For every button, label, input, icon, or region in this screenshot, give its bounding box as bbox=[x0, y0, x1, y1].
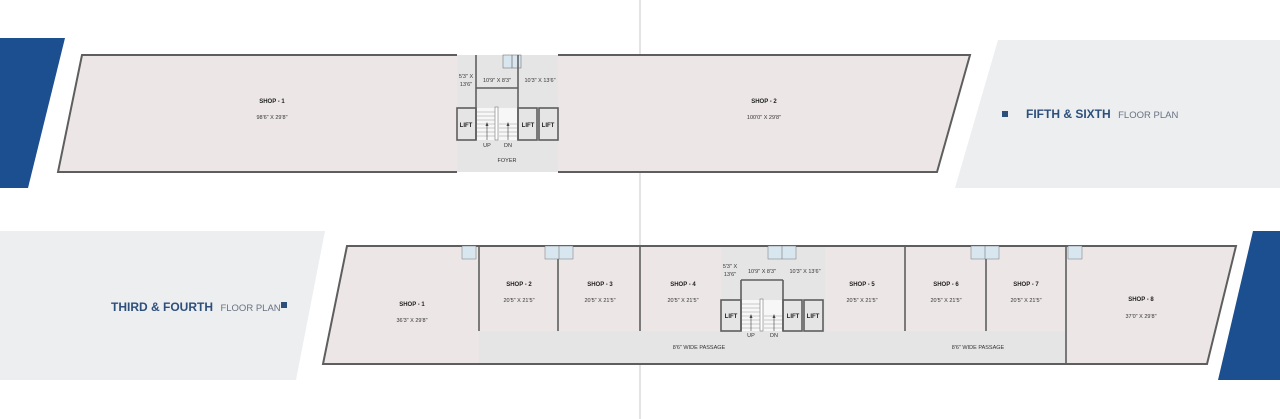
upper-plan-title: FIFTH & SIXTH FLOOR PLAN bbox=[1026, 105, 1178, 122]
bullet-square-icon bbox=[1002, 111, 1008, 117]
svg-text:100'0" X 29'8": 100'0" X 29'8" bbox=[747, 115, 781, 121]
svg-text:13'6": 13'6" bbox=[724, 272, 736, 278]
svg-text:13'6": 13'6" bbox=[460, 82, 472, 88]
svg-text:DN: DN bbox=[770, 333, 778, 339]
svg-text:8'6" WIDE PASSAGE: 8'6" WIDE PASSAGE bbox=[952, 345, 1005, 351]
svg-text:10'9" X 8'3": 10'9" X 8'3" bbox=[748, 269, 776, 275]
svg-text:LIFT: LIFT bbox=[787, 314, 800, 320]
svg-text:DN: DN bbox=[504, 143, 512, 149]
title-panel-upper bbox=[955, 40, 1280, 188]
svg-text:SHOP - 1: SHOP - 1 bbox=[259, 99, 285, 105]
svg-text:20'5" X 21'5": 20'5" X 21'5" bbox=[503, 298, 534, 304]
svg-text:FOYER: FOYER bbox=[498, 158, 517, 164]
svg-text:37'0" X 29'8": 37'0" X 29'8" bbox=[1125, 314, 1156, 320]
svg-text:5'3" X: 5'3" X bbox=[723, 264, 738, 270]
svg-text:98'6" X 29'8": 98'6" X 29'8" bbox=[256, 115, 287, 121]
lift-box bbox=[782, 299, 803, 332]
svg-text:LIFT: LIFT bbox=[542, 123, 555, 129]
svg-text:SHOP - 2: SHOP - 2 bbox=[751, 99, 777, 105]
bullet-square-icon bbox=[281, 302, 287, 308]
svg-text:20'5" X 21'5": 20'5" X 21'5" bbox=[584, 298, 615, 304]
svg-text:10'3" X 13'6": 10'3" X 13'6" bbox=[524, 78, 555, 84]
svg-text:SHOP - 6: SHOP - 6 bbox=[933, 282, 959, 288]
svg-text:SHOP - 3: SHOP - 3 bbox=[587, 282, 613, 288]
lift-box bbox=[517, 107, 538, 141]
svg-text:SHOP - 7: SHOP - 7 bbox=[1013, 282, 1039, 288]
lift-box bbox=[456, 107, 477, 141]
svg-text:8'6" WIDE PASSAGE: 8'6" WIDE PASSAGE bbox=[673, 345, 726, 351]
svg-text:SHOP - 1: SHOP - 1 bbox=[399, 302, 425, 308]
svg-text:20'5" X 21'5": 20'5" X 21'5" bbox=[846, 298, 877, 304]
svg-text:20'5" X 21'5": 20'5" X 21'5" bbox=[1010, 298, 1041, 304]
svg-text:SHOP - 5: SHOP - 5 bbox=[849, 282, 875, 288]
svg-text:20'5" X 21'5": 20'5" X 21'5" bbox=[667, 298, 698, 304]
svg-text:LIFT: LIFT bbox=[460, 123, 473, 129]
svg-text:20'5" X 21'5": 20'5" X 21'5" bbox=[930, 298, 961, 304]
svg-text:LIFT: LIFT bbox=[522, 123, 535, 129]
svg-text:SHOP - 2: SHOP - 2 bbox=[506, 282, 532, 288]
upper-floor-plan: SHOP - 1 98'6" X 29'8" SHOP - 2 100'0" X… bbox=[56, 54, 972, 173]
svg-text:SHOP - 8: SHOP - 8 bbox=[1128, 297, 1154, 303]
blue-accent-right bbox=[1218, 231, 1280, 380]
svg-text:36'3" X 29'8": 36'3" X 29'8" bbox=[396, 318, 427, 324]
lift-box bbox=[538, 107, 559, 141]
svg-text:10'9" X 8'3": 10'9" X 8'3" bbox=[483, 78, 511, 84]
svg-text:LIFT: LIFT bbox=[807, 314, 820, 320]
title-panel-lower bbox=[0, 231, 325, 380]
lift-box bbox=[720, 299, 742, 332]
svg-text:LIFT: LIFT bbox=[725, 314, 738, 320]
svg-text:UP: UP bbox=[483, 143, 491, 149]
window-icon bbox=[461, 245, 477, 260]
lower-plan-title: THIRD & FOURTH FLOOR PLAN bbox=[111, 298, 281, 315]
blue-accent-left bbox=[0, 38, 65, 188]
svg-text:10'3" X 13'6": 10'3" X 13'6" bbox=[789, 269, 820, 275]
passage-area bbox=[479, 331, 1066, 364]
lift-box bbox=[803, 299, 824, 332]
window-icon bbox=[1067, 245, 1083, 260]
svg-text:SHOP - 4: SHOP - 4 bbox=[670, 282, 696, 288]
svg-text:5'3" X: 5'3" X bbox=[459, 74, 474, 80]
svg-text:UP: UP bbox=[747, 333, 755, 339]
lower-floor-plan: SHOP - 1 36'3" X 29'8" SHOP - 2 20'5" X … bbox=[321, 245, 1238, 365]
